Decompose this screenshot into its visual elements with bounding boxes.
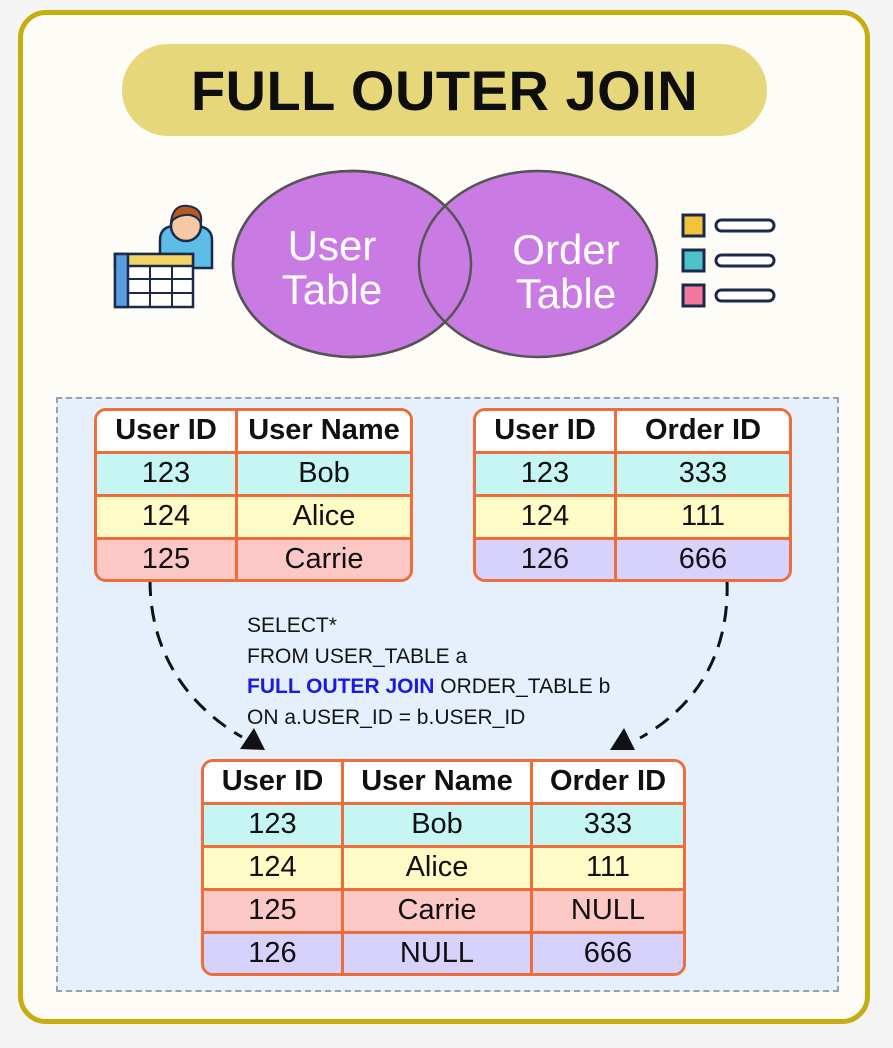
table-cell: 123 [97, 453, 238, 497]
table-cell: 126 [476, 539, 617, 579]
sql-join-keyword: FULL OUTER JOIN [247, 675, 435, 698]
table-cell: 123 [476, 453, 617, 497]
table-row: 124 111 [476, 496, 789, 540]
table-row: 125 Carrie [97, 539, 410, 579]
table-row: 123 Bob 333 [204, 804, 683, 848]
order-table-label-line1: Order [512, 226, 619, 273]
user-table-header-user-name: User Name [238, 411, 410, 454]
table-row: 124 Alice 111 [204, 847, 683, 891]
table-row: 124 Alice [97, 496, 410, 540]
order-table: User ID Order ID 123 333 124 111 126 666 [473, 408, 792, 582]
table-cell: 124 [97, 496, 238, 540]
sql-query: SELECT* FROM USER_TABLE a FULL OUTER JOI… [247, 611, 610, 733]
sql-line-join: FULL OUTER JOIN ORDER_TABLE b [247, 672, 610, 703]
result-header-order-id: Order ID [533, 762, 683, 805]
order-table-header-user-id: User ID [476, 411, 617, 454]
sql-join-table: ORDER_TABLE b [434, 675, 611, 698]
user-table: User ID User Name 123 Bob 124 Alice 125 … [94, 408, 413, 582]
order-table-label-line2: Table [516, 270, 616, 317]
table-cell: 126 [204, 933, 344, 973]
user-table-header-user-id: User ID [97, 411, 238, 454]
left-arrowhead [240, 728, 265, 750]
table-cell: 111 [617, 496, 789, 540]
table-cell: 125 [97, 539, 238, 579]
user-table-label-line1: User [288, 222, 377, 269]
table-cell: 666 [533, 933, 683, 973]
table-cell: 333 [533, 804, 683, 848]
table-cell: 123 [204, 804, 344, 848]
table-row: 126 NULL 666 [204, 933, 683, 973]
user-table-label-line2: Table [282, 266, 382, 313]
table-row: 123 333 [476, 453, 789, 497]
table-cell: 124 [204, 847, 344, 891]
table-cell: Bob [238, 453, 410, 497]
user-table-icon [113, 204, 214, 309]
table-row: 126 666 [476, 539, 789, 579]
table-cell: Bob [344, 804, 533, 848]
null-cell: NULL [533, 890, 683, 934]
sql-line-on: ON a.USER_ID = b.USER_ID [247, 705, 526, 729]
left-arrow-line [148, 579, 243, 739]
table-cell: Carrie [238, 539, 410, 579]
sql-line-select: SELECT* [247, 614, 337, 637]
table-row: 125 Carrie NULL [204, 890, 683, 934]
table-cell: Alice [344, 847, 533, 891]
sql-line-from: FROM USER_TABLE a [247, 644, 468, 668]
order-table-circle [417, 169, 659, 359]
table-cell: Carrie [344, 890, 533, 934]
result-header-user-name: User Name [344, 762, 533, 805]
table-cell: Alice [238, 496, 410, 540]
table-cell: 333 [617, 453, 789, 497]
order-table-header-order-id: Order ID [617, 411, 789, 454]
table-cell: 666 [617, 539, 789, 579]
table-cell: 111 [533, 847, 683, 891]
result-table: User ID User Name Order ID 123 Bob 333 1… [201, 759, 686, 976]
table-cell: 125 [204, 890, 344, 934]
order-list-icon [681, 213, 776, 308]
table-cell: 124 [476, 496, 617, 540]
result-header-user-id: User ID [204, 762, 344, 805]
venn-diagram: User Table Order Table [113, 169, 776, 359]
right-arrowhead [610, 728, 635, 750]
table-row: 123 Bob [97, 453, 410, 497]
right-arrow-line [639, 579, 729, 740]
diagram-title: FULL OUTER JOIN [190, 58, 699, 122]
null-cell: NULL [344, 933, 533, 973]
title-banner: FULL OUTER JOIN [122, 44, 767, 136]
